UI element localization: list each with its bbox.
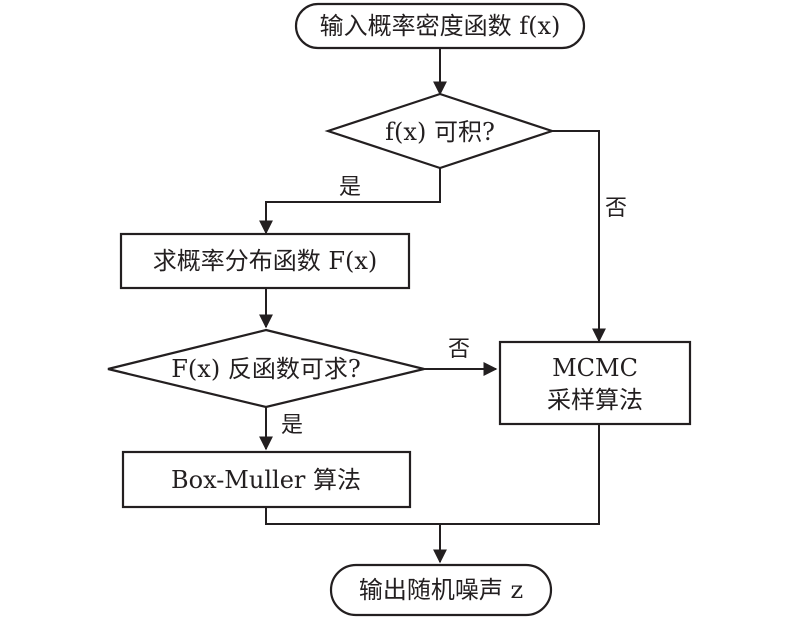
end-label: 输出随机噪声 z xyxy=(359,576,523,604)
decision1-label: f(x) 可积? xyxy=(385,118,495,146)
decision1-diamond xyxy=(324,92,556,170)
box-muller-label: Box-Muller 算法 xyxy=(171,466,361,494)
edge-decision1-yes xyxy=(259,168,441,235)
mcmc-label-line1: MCMC xyxy=(552,354,638,382)
decision1-no-label: 否 xyxy=(605,196,627,221)
mcmc-box xyxy=(498,340,692,426)
edge-mcmc-merge xyxy=(440,424,600,525)
box-muller-box xyxy=(121,450,412,509)
decision2-diamond xyxy=(107,328,425,409)
process-cdf-label: 求概率分布函数 F(x) xyxy=(153,247,378,275)
process-cdf-box xyxy=(119,232,411,290)
mcmc-label-line2: 采样算法 xyxy=(547,386,643,414)
end-terminator xyxy=(329,563,553,617)
decision2-yes-label: 是 xyxy=(281,413,303,438)
decision2-label: F(x) 反函数可求? xyxy=(171,355,360,383)
decision2-no-label: 否 xyxy=(448,337,470,362)
decision1-yes-label: 是 xyxy=(339,175,361,200)
start-label: 输入概率密度函数 f(x) xyxy=(320,12,561,40)
edge-decision1-no xyxy=(552,130,606,343)
edge-boxmuller-merge xyxy=(265,507,440,525)
start-terminator xyxy=(294,2,586,50)
